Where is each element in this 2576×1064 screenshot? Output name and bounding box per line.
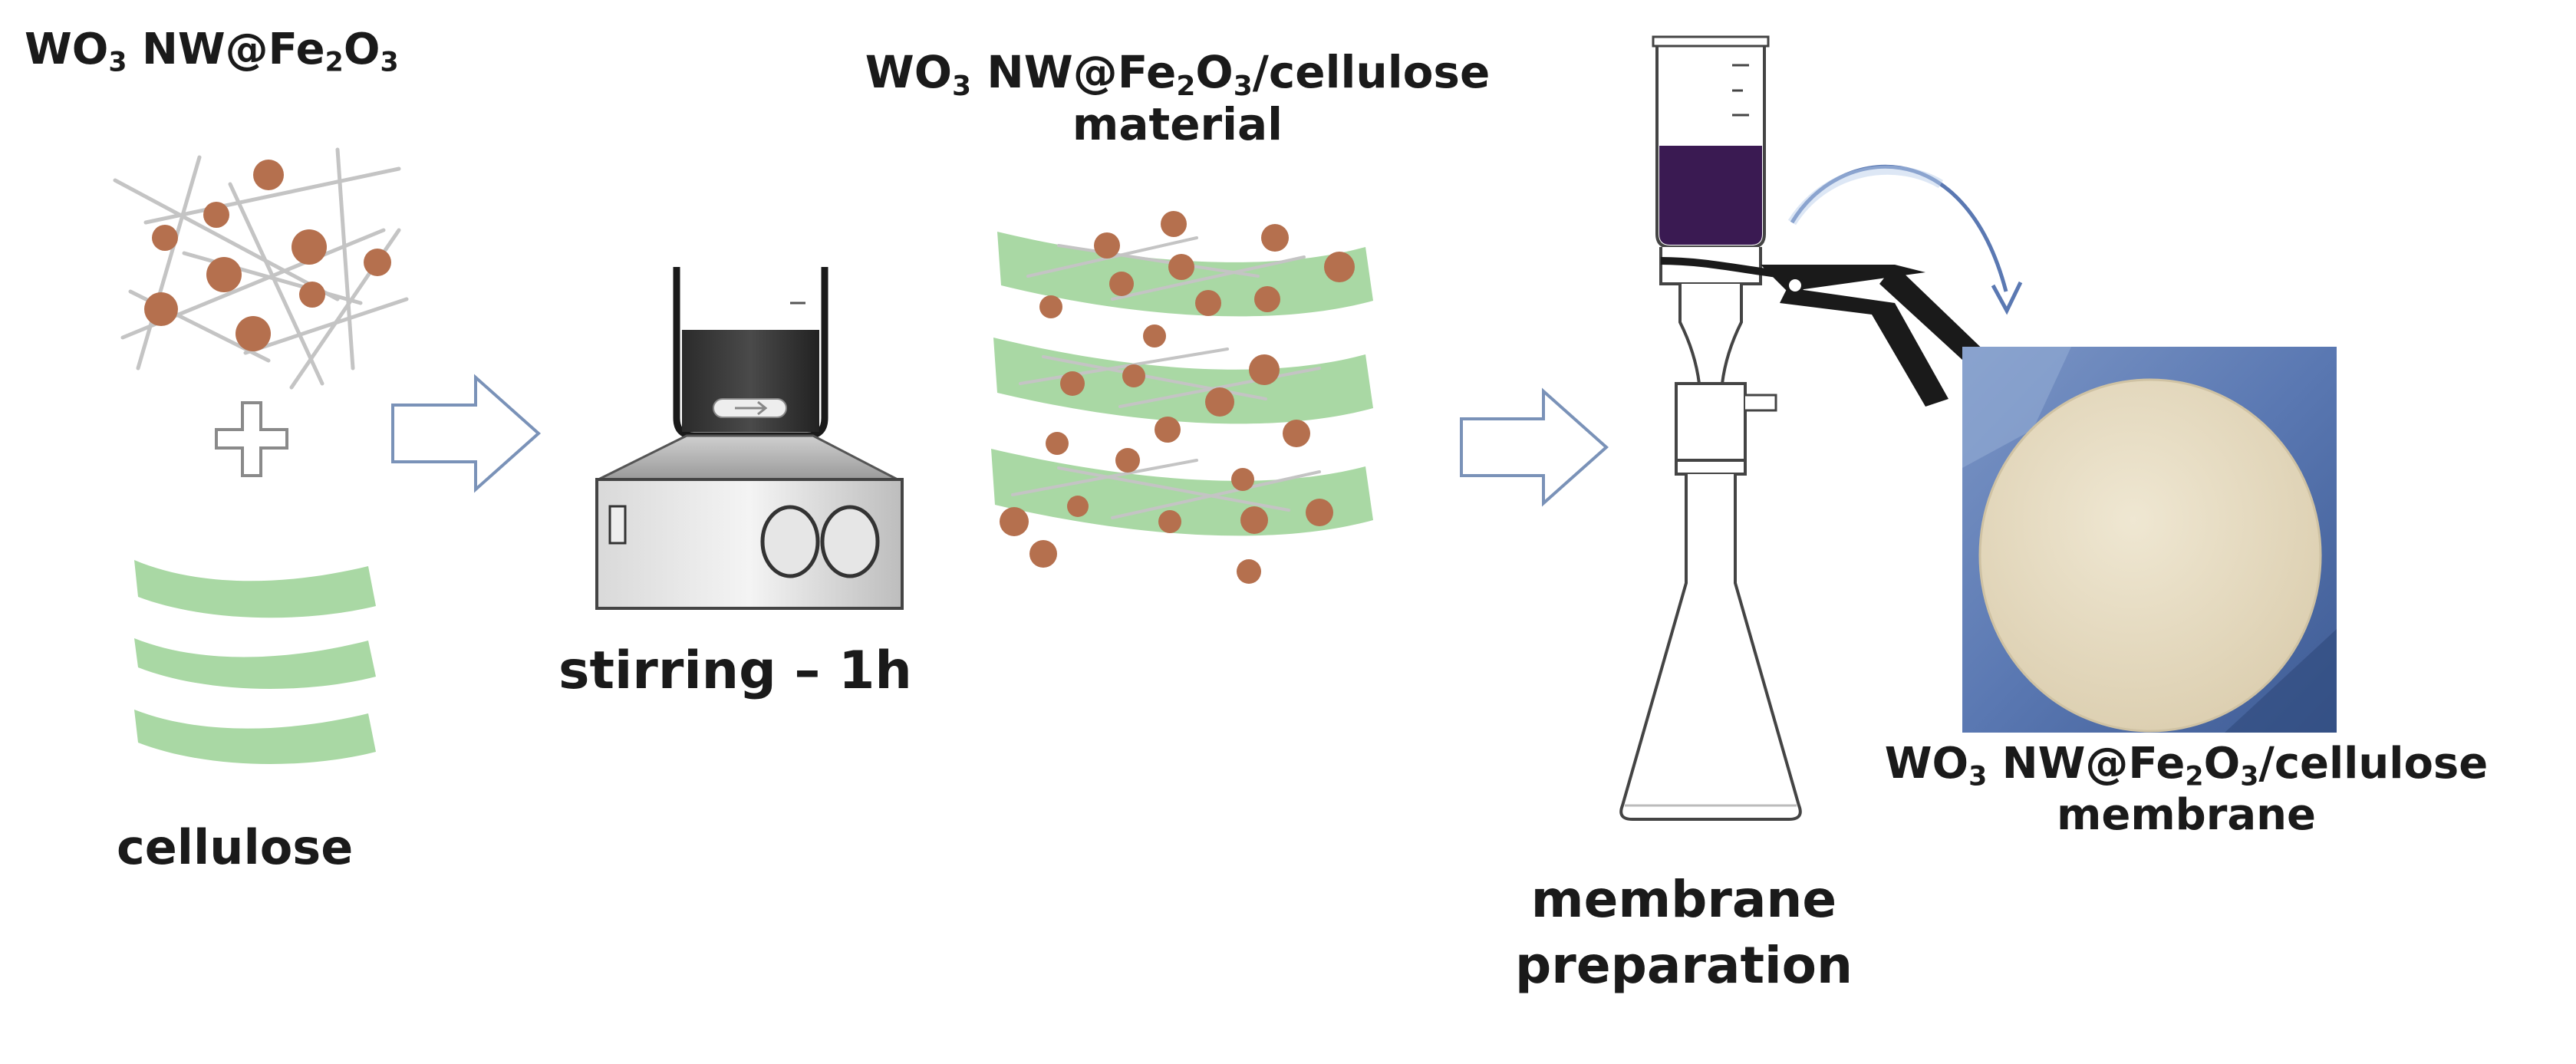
fe2o3-particles: [144, 160, 391, 351]
material-label: WO3 NW@Fe2O3/cellulose material: [865, 46, 1491, 151]
curved-arrow-icon: [1787, 164, 2023, 315]
composite-material: [991, 211, 1373, 584]
cellulose-fibers: [134, 560, 376, 764]
membrane-preparation-label: membrane preparation: [1515, 870, 1853, 995]
vacuum-filtration-apparatus-icon: [1619, 35, 1995, 821]
membrane-photo: [1962, 347, 2337, 733]
membrane-label: WO3 NW@Fe2O3/cellulose membrane: [1884, 739, 2489, 841]
plus-icon: [215, 401, 288, 477]
magnetic-stirrer-icon: [595, 267, 904, 610]
wo3-nw-fe2o3-label: WO3 NW@Fe2O3: [25, 25, 399, 78]
cellulose-label: cellulose: [117, 819, 354, 875]
flow-arrow-icon: [1460, 387, 1609, 507]
flow-arrow-icon: [391, 374, 542, 493]
stirring-label: stirring – 1h: [558, 641, 912, 701]
